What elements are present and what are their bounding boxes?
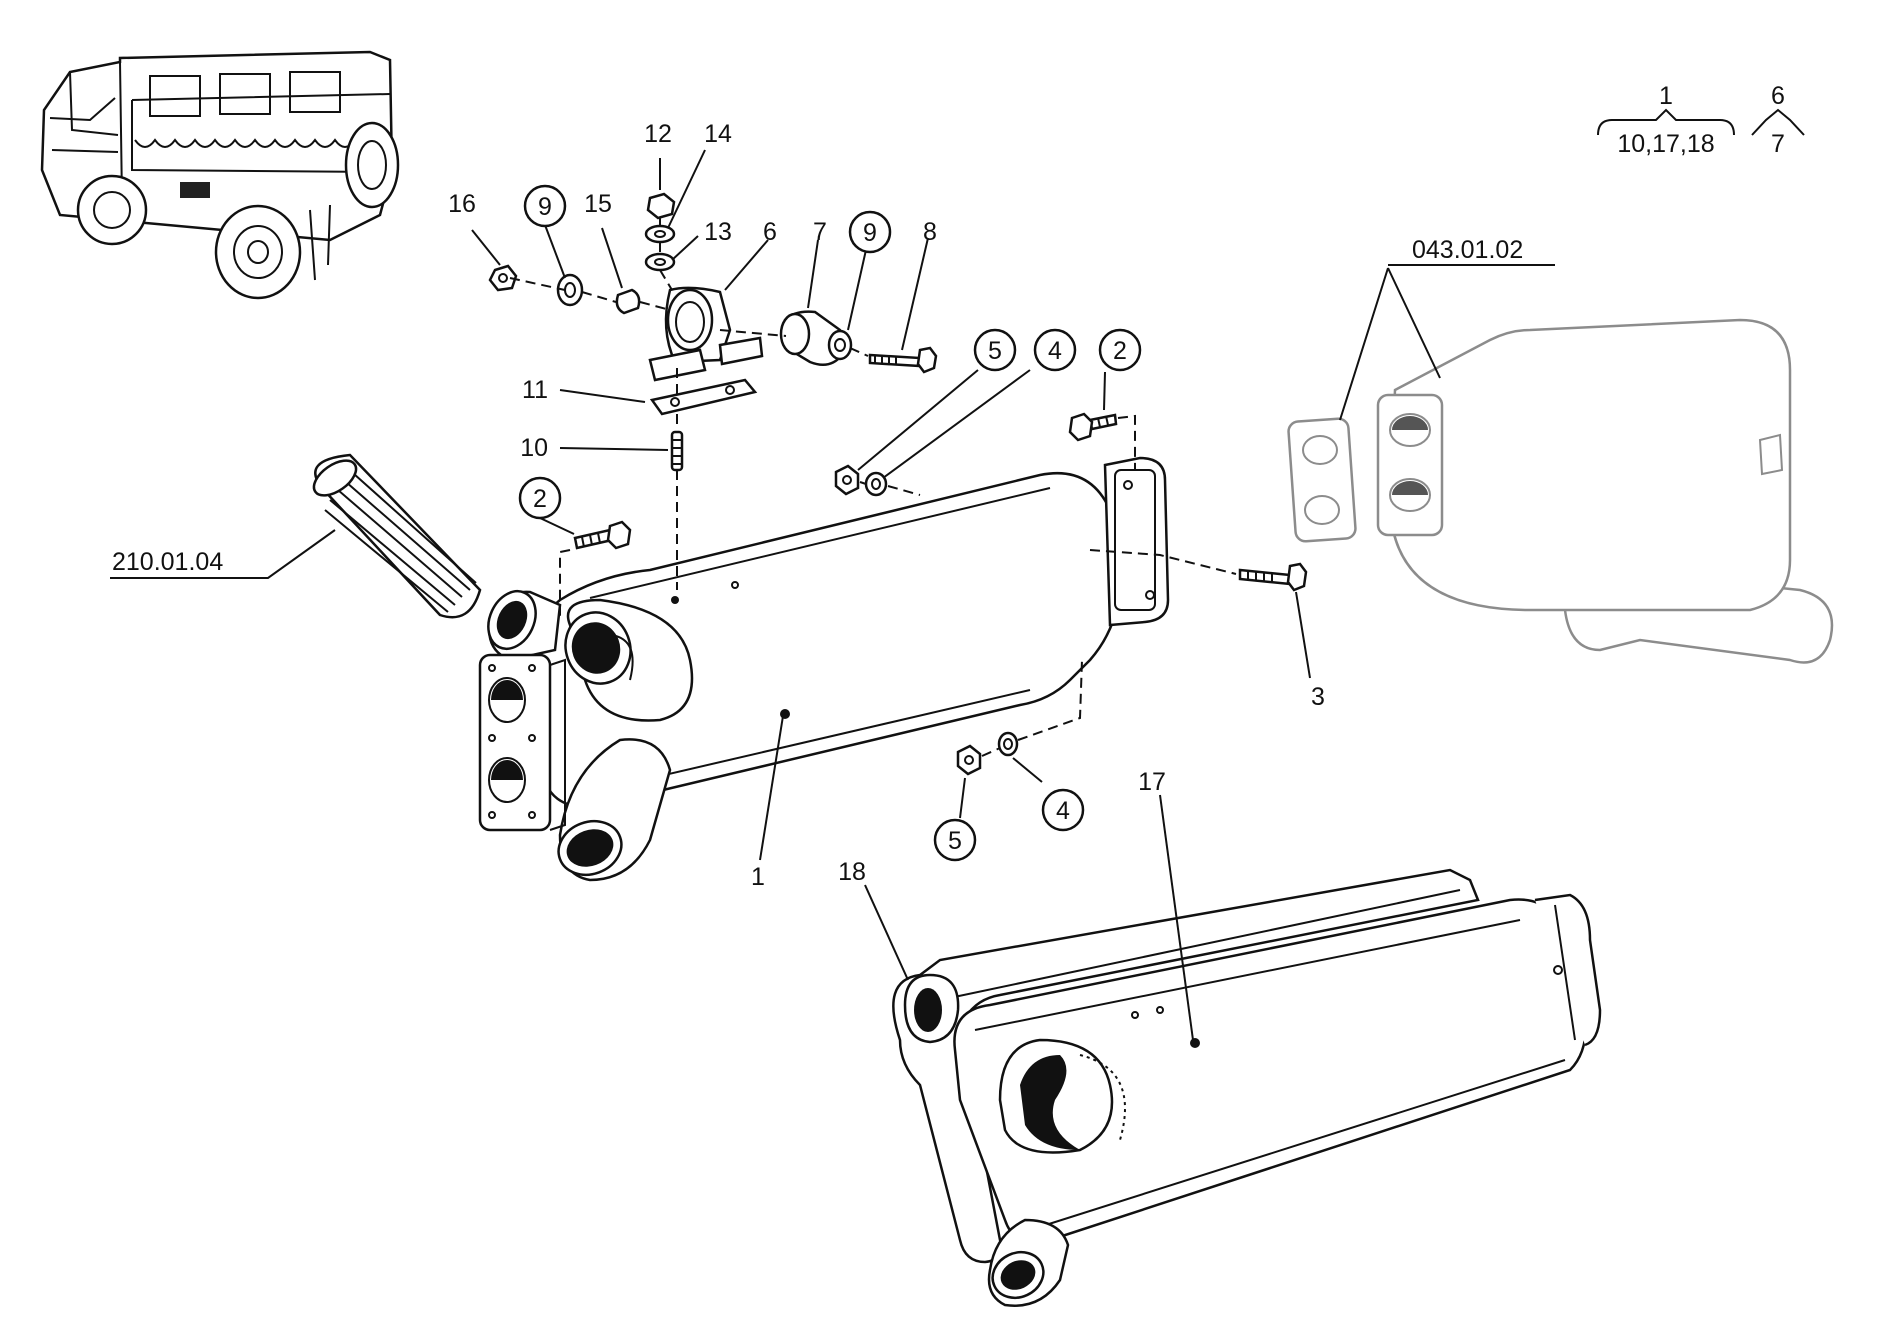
- callout-15: 15: [584, 190, 612, 218]
- svg-text:9: 9: [863, 219, 877, 247]
- legend-group1-bottom: 10,17,18: [1617, 130, 1714, 158]
- label-043-01-02: 043.01.02: [1412, 236, 1523, 264]
- callout-6: 6: [763, 218, 777, 246]
- callout-16: 16: [448, 190, 476, 218]
- silencer-shell-part-17: [953, 893, 1602, 1307]
- svg-text:4: 4: [1056, 797, 1070, 825]
- fasteners: [559, 412, 1308, 776]
- legend-group1-top: 1: [1659, 82, 1673, 110]
- svg-text:2: 2: [533, 485, 547, 513]
- legend: 1 10,17,18 6 7: [1597, 82, 1805, 158]
- circled-callouts: 9 9 5 4 2 2 4 5: [518, 184, 1142, 862]
- callout-1: 1: [751, 863, 765, 891]
- callout-numbers: 16 15 12 14 13 6 7 8 11 10 3 1 17 18: [448, 120, 1325, 891]
- circled-callout-5-lower: 5: [933, 818, 977, 862]
- callout-18: 18: [838, 858, 866, 886]
- silencer-shell-part-18: [892, 868, 1480, 1264]
- callout-17: 17: [1138, 768, 1166, 796]
- svg-text:5: 5: [948, 827, 962, 855]
- callout-12: 12: [644, 120, 672, 148]
- svg-text:5: 5: [988, 337, 1002, 365]
- legend-group2-bottom: 7: [1771, 130, 1785, 158]
- silencer-main-part-1: [478, 456, 1170, 882]
- callout-8: 8: [923, 218, 937, 246]
- circled-callout-9-left: 9: [523, 184, 567, 228]
- legend-group2-top: 6: [1771, 82, 1785, 110]
- callout-7: 7: [813, 218, 827, 246]
- flexible-hose: 210.01.04: [110, 453, 482, 619]
- circled-callout-2-left: 2: [518, 476, 562, 520]
- label-210-01-04: 210.01.04: [112, 548, 223, 576]
- callout-14: 14: [704, 120, 732, 148]
- circled-callout-9-right: 9: [848, 210, 892, 254]
- bracket-assembly: [488, 192, 938, 590]
- callout-11: 11: [522, 376, 548, 404]
- circled-callout-2-right: 2: [1098, 328, 1142, 372]
- callout-3: 3: [1311, 683, 1325, 711]
- vehicle-thumbnail: [40, 50, 400, 300]
- circled-callout-4-lower: 4: [1041, 788, 1085, 832]
- callout-13: 13: [704, 218, 732, 246]
- circled-callout-4-upper: 4: [1033, 328, 1077, 372]
- callout-10: 10: [520, 434, 548, 462]
- reference-muffler: 043.01.02: [1287, 236, 1834, 664]
- svg-text:9: 9: [538, 193, 552, 221]
- svg-text:2: 2: [1113, 337, 1127, 365]
- circled-callout-5-upper: 5: [973, 328, 1017, 372]
- svg-text:4: 4: [1048, 337, 1062, 365]
